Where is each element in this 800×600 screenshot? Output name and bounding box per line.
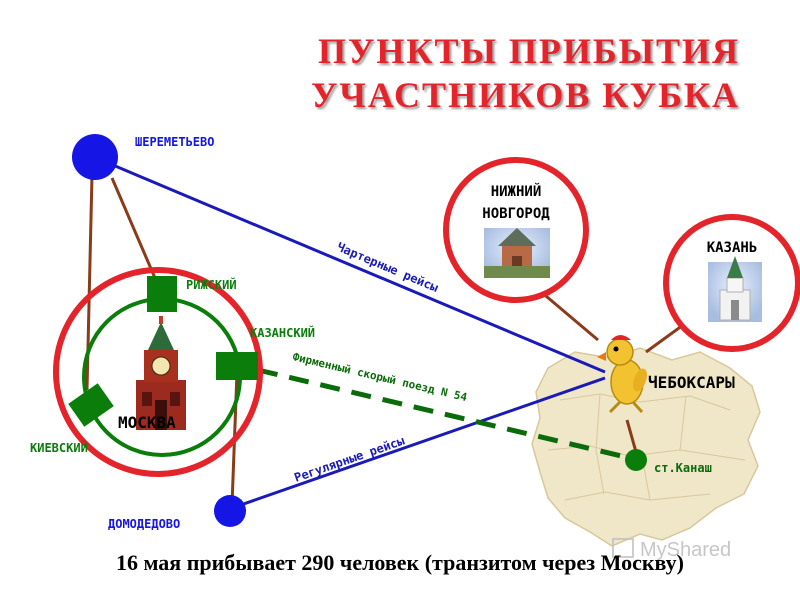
- moscow-highlight-ring: [53, 267, 263, 477]
- rizhsky-station-marker: [147, 276, 177, 312]
- regular-route-label: Регулярные рейсы: [292, 433, 407, 484]
- chuvashia-region-map: [531, 347, 761, 547]
- sheremetyevo-label: ШЕРЕМЕТЬЕВО: [135, 135, 214, 149]
- page-title-line1: ПУНКТЫ ПРИБЫТИЯ: [317, 31, 740, 71]
- kazan-kremlin-tower-icon: [708, 256, 762, 322]
- watermark: MyShared: [612, 538, 731, 562]
- kazan-label: КАЗАНЬ: [707, 240, 758, 256]
- footer-caption: 16 мая прибывает 290 человек (транзитом …: [115, 550, 685, 575]
- flight-routes: [107, 161, 606, 510]
- sheremetyevo-airport-marker: [72, 134, 118, 180]
- cup-mascot-icon: [597, 335, 647, 414]
- connector-sheremetyevo-rizhsky: [110, 177, 160, 286]
- domodedovo-airport-marker: [214, 495, 246, 527]
- kanash-station-marker: [625, 449, 647, 471]
- domodedovo-label: ДОМОДЕДОВО: [108, 517, 180, 531]
- regular-route-line: [231, 376, 606, 510]
- page-title-line2: УЧАСТНИКОВ КУБКА: [311, 75, 740, 115]
- rizhsky-label: РИЖСКИЙ: [186, 277, 237, 292]
- kazansky-station-marker: [216, 352, 258, 380]
- watermark-text: MyShared: [640, 539, 732, 561]
- nizhny-kremlin-tower-icon: [484, 228, 550, 278]
- charter-route-line: [107, 161, 606, 374]
- nizhny-novgorod-label-line2: НОВГОРОД: [482, 206, 550, 222]
- kievsky-station-marker: [68, 383, 114, 427]
- charter-route-label: Чартерные рейсы: [335, 240, 441, 295]
- kremlin-tower-icon: [136, 316, 186, 430]
- connector-cheboksary-kanash: [625, 419, 638, 453]
- moscow-label: МОСКВА: [118, 413, 176, 432]
- cheboksary-label: ЧЕБОКСАРЫ: [648, 373, 735, 392]
- kazansky-label: КАЗАНСКИЙ: [250, 325, 315, 340]
- watermark-logo-icon: [612, 538, 634, 558]
- nizhny-novgorod-label-line1: НИЖНИЙ: [491, 183, 542, 200]
- kanash-label: ст.Канаш: [654, 461, 712, 475]
- kievsky-label: КИЕВСКИЙ: [30, 440, 88, 455]
- train-route-label: Фирменный скорый поезд N 54: [291, 350, 468, 404]
